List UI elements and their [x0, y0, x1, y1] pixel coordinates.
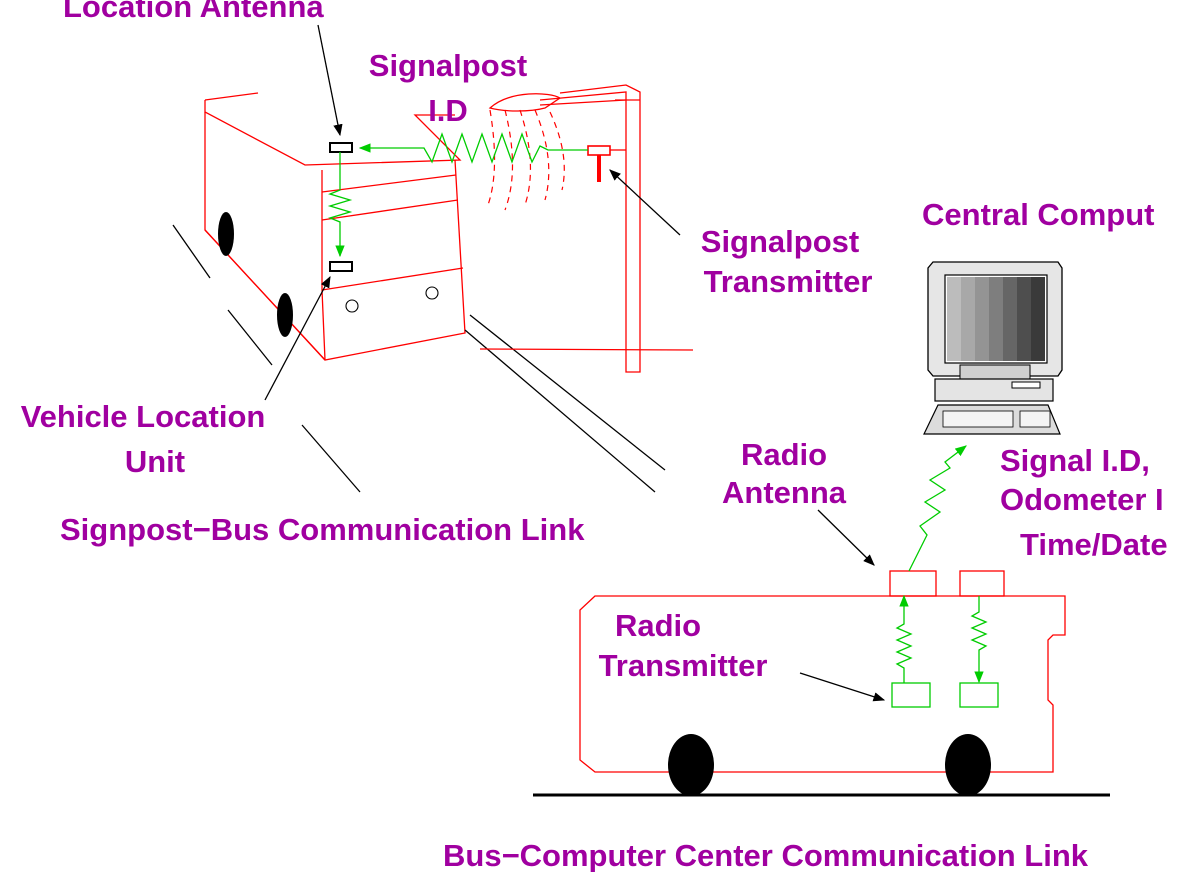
label-signal-info-line2: Odometer I	[1000, 482, 1164, 517]
signal-post	[479, 84, 694, 373]
top-signal-path	[327, 132, 588, 272]
label-signal-info-line3: Time/Date	[1020, 527, 1168, 562]
label-central-computer: Central Comput	[922, 197, 1155, 232]
bottom-bus	[533, 570, 1110, 797]
pointer-arrows	[264, 24, 886, 702]
label-radio-transmitter-line2: Transmitter	[599, 648, 768, 683]
label-signalpost-id-line2: I.D	[428, 93, 468, 128]
top-road-lines	[172, 224, 666, 493]
label-radio-antenna-line2: Antenna	[722, 475, 847, 510]
labels: Location Antenna Signalpost I.D Signalpo…	[21, 0, 1168, 872]
label-vehicle-location-unit-line1: Vehicle Location	[21, 399, 266, 434]
label-signpost-bus-link: Signpost−Bus Communication Link	[60, 512, 585, 547]
label-radio-antenna-line1: Radio	[741, 437, 827, 472]
label-signal-info-line1: Signal I.D,	[1000, 443, 1150, 478]
label-radio-transmitter-line1: Radio	[615, 608, 701, 643]
screen-gradient	[947, 277, 1045, 361]
top-bus	[204, 92, 466, 361]
label-bus-computer-link: Bus−Computer Center Communication Link	[443, 838, 1089, 872]
label-signalpost-transmitter-line1: Signalpost	[701, 224, 859, 259]
label-signalpost-id-line1: Signalpost	[369, 48, 527, 83]
label-location-antenna: Location Antenna	[63, 0, 324, 24]
computer	[923, 261, 1063, 435]
label-vehicle-location-unit-line2: Unit	[125, 444, 185, 479]
bottom-signal-path	[891, 445, 999, 708]
label-signalpost-transmitter-line2: Transmitter	[704, 264, 873, 299]
